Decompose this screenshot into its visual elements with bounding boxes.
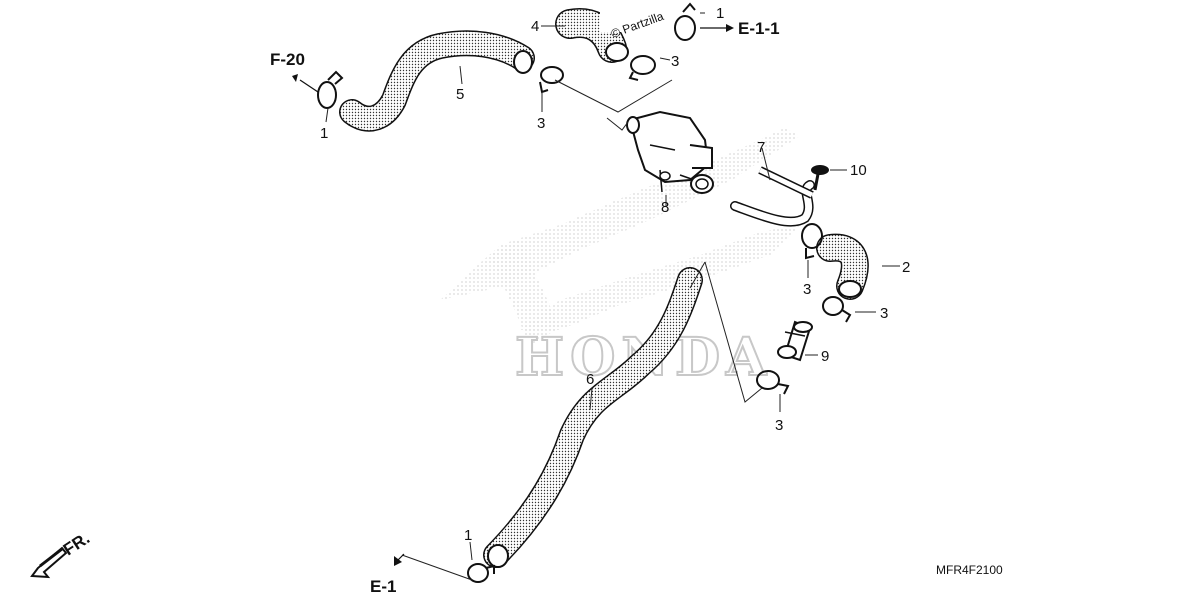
arrow-to-f-20 [292, 74, 319, 93]
hose-5 [339, 30, 535, 132]
ref-e-1: E-1 [370, 577, 396, 596]
screw-10 [811, 165, 829, 191]
callout-1-top-left: 1 [320, 125, 328, 142]
callout-2: 2 [902, 259, 910, 276]
honda-wing-watermark [440, 128, 800, 345]
callout-5: 5 [456, 86, 464, 103]
clamp-1-top-right [674, 2, 696, 41]
callout-1-bottom: 1 [464, 527, 472, 544]
callout-3-e: 3 [775, 417, 783, 434]
callout-10: 10 [850, 162, 867, 179]
clamp-3-d [822, 296, 852, 323]
clamp-3-e [756, 370, 790, 395]
callout-3-b: 3 [671, 53, 679, 70]
hose-6 [483, 267, 703, 568]
joint-9 [777, 320, 813, 362]
arrow-to-e-1 [394, 553, 405, 566]
ref-f-20: F-20 [270, 50, 305, 69]
front-arrow [30, 546, 68, 579]
clamp-1-bottom [467, 563, 495, 583]
callout-3-d: 3 [880, 305, 888, 322]
hose-4 [555, 8, 640, 63]
clamp-3-a [539, 66, 564, 94]
callout-3-a: 3 [537, 115, 545, 132]
tube-7 [730, 166, 815, 227]
diagram-code: MFR4F2100 [936, 563, 1003, 577]
callout-9: 9 [821, 348, 829, 365]
arrow-to-e-1-1 [700, 24, 734, 32]
clamp-3-b [628, 55, 656, 81]
callout-1-top-right: 1 [716, 5, 724, 22]
ref-e-1-1: E-1-1 [738, 19, 780, 38]
callout-4: 4 [531, 18, 539, 35]
callout-6: 6 [586, 371, 594, 388]
callout-8: 8 [661, 199, 669, 216]
hose-2 [816, 233, 869, 300]
clamp-1-top-left [317, 70, 344, 109]
air-valve-8 [626, 110, 714, 194]
callout-7: 7 [757, 139, 765, 156]
callout-3-c: 3 [803, 281, 811, 298]
clamp-3-c [801, 223, 823, 260]
leader-lines [325, 12, 900, 581]
